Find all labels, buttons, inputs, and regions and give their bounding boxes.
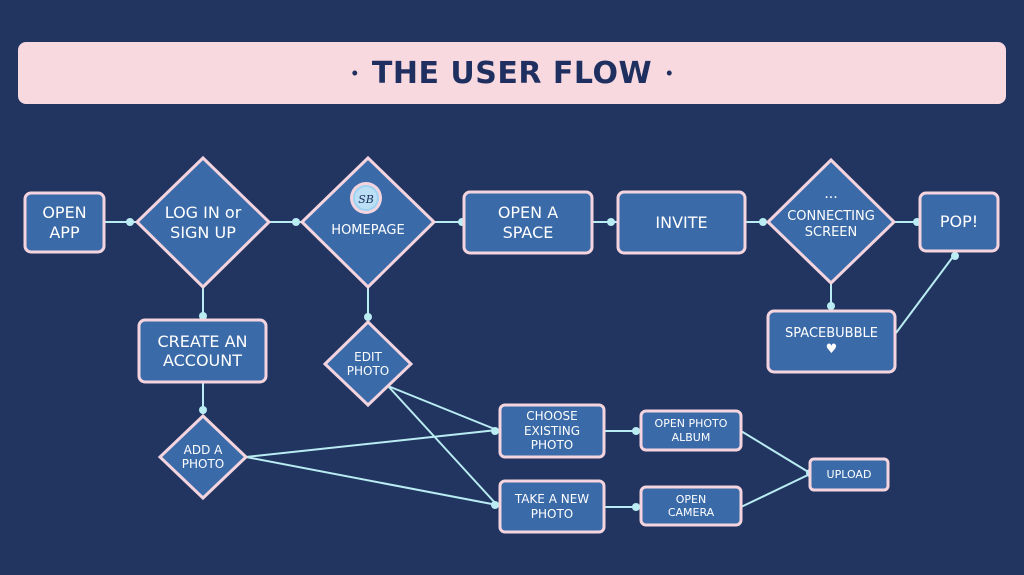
create-account-label: CREATE AN ACCOUNT xyxy=(157,331,248,370)
page-title: THE USER FLOW xyxy=(371,55,653,91)
node-upload xyxy=(808,457,890,492)
dot xyxy=(759,218,767,226)
upload-label: UPLOAD xyxy=(826,467,872,481)
node-spacebubble xyxy=(766,309,897,374)
edit-photo-label: EDIT PHOTO xyxy=(346,349,390,378)
node-choose-existing xyxy=(498,403,606,459)
node-login xyxy=(134,155,272,290)
login-label: LOG IN or SIGN UP xyxy=(164,203,242,242)
connecting-label: CONNECTING SCREEN xyxy=(787,209,875,240)
dot xyxy=(827,302,835,310)
dot xyxy=(632,427,640,435)
node-homepage xyxy=(299,155,437,290)
node-invite xyxy=(616,190,747,255)
node-open-space xyxy=(462,190,594,255)
dot xyxy=(199,406,207,414)
title-banner: • THE USER FLOW • xyxy=(18,42,1006,104)
take-new-label: TAKE A NEW PHOTO xyxy=(514,492,590,521)
node-open-album xyxy=(639,409,743,452)
title-bullet-right: • xyxy=(666,62,673,83)
node-create-account xyxy=(137,318,268,384)
dot xyxy=(607,218,615,226)
rect-nodes xyxy=(23,190,1000,534)
dot xyxy=(951,252,959,260)
homepage-label: HOMEPAGE xyxy=(331,223,405,239)
open-app-label: OPEN APP xyxy=(42,203,87,242)
choose-existing-label: CHOOSE EXISTING PHOTO xyxy=(523,409,581,453)
logo-text: SB xyxy=(358,193,374,206)
connecting-dots-label: ... xyxy=(824,185,838,202)
edge-add-choose xyxy=(245,429,498,458)
node-take-new xyxy=(498,479,606,534)
spacebubble-label: SPACEBUBBLE ♥ xyxy=(785,325,878,357)
dot xyxy=(292,218,300,226)
node-open-app xyxy=(23,191,106,254)
open-space-label: OPEN A SPACE xyxy=(497,203,559,242)
diamond-nodes xyxy=(134,155,897,501)
invite-label: INVITE xyxy=(655,212,708,232)
open-album-label: OPEN PHOTO ALBUM xyxy=(654,417,728,444)
dot xyxy=(364,313,372,321)
edge-edit-take xyxy=(387,385,498,506)
dot xyxy=(126,218,134,226)
edge-camera-upload xyxy=(740,473,811,508)
edge-spacebubble-pop xyxy=(895,253,956,334)
node-connecting xyxy=(765,157,897,286)
spacebubble-logo-icon: SB xyxy=(350,182,382,214)
open-camera-label: OPEN CAMERA xyxy=(667,492,715,519)
node-edit-photo xyxy=(322,319,414,408)
edge-album-upload xyxy=(740,430,811,474)
pop-label: POP! xyxy=(939,212,979,232)
dot xyxy=(491,427,499,435)
edge-edit-choose xyxy=(387,385,498,431)
title-bullet-left: • xyxy=(351,62,358,83)
add-photo-label: ADD A PHOTO xyxy=(181,442,225,471)
node-add-photo xyxy=(157,413,249,501)
node-open-camera xyxy=(639,485,743,527)
node-pop xyxy=(918,191,1000,253)
dot xyxy=(199,312,207,320)
dot xyxy=(491,501,499,509)
edge-add-take xyxy=(245,456,498,506)
dot xyxy=(632,503,640,511)
